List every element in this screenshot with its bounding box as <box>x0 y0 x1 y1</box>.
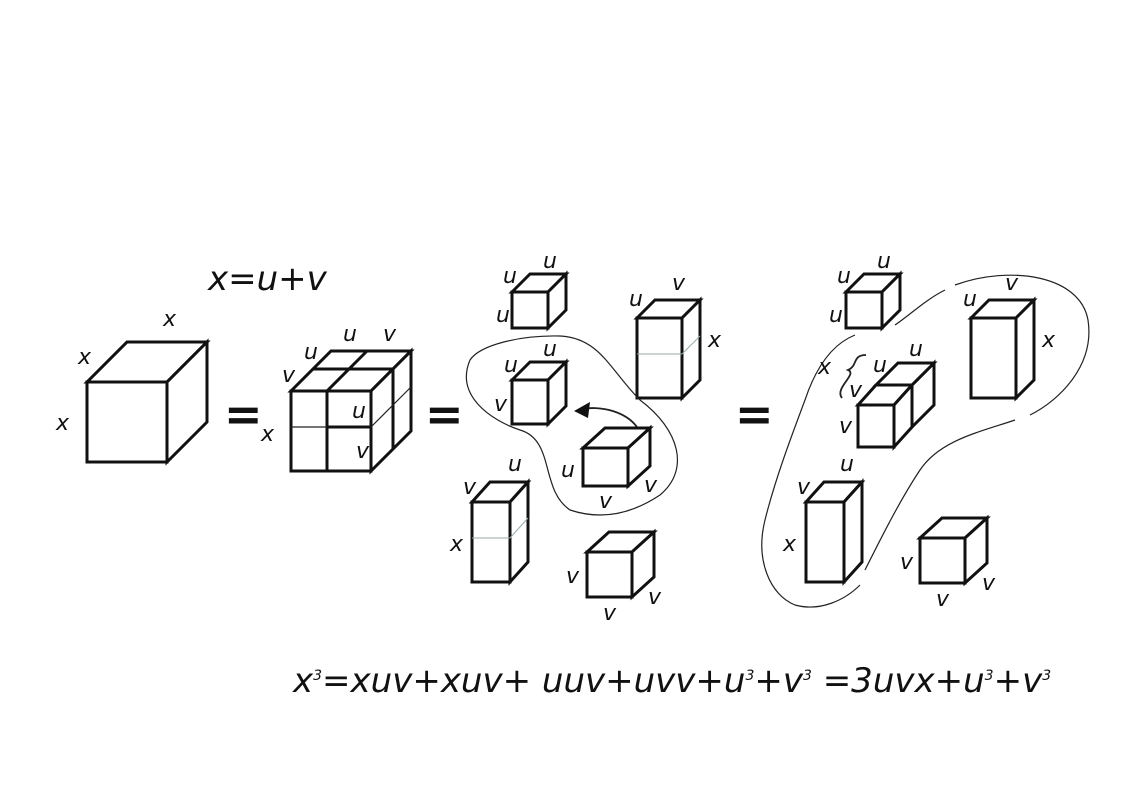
piece-prism-left-x: x <box>449 532 464 557</box>
group-block-depth-v: v <box>849 378 863 403</box>
group-prism-right-v: v <box>1005 271 1019 296</box>
equals-sign-3: = <box>735 387 774 441</box>
sub-cube-top-u: u <box>343 322 357 347</box>
grouping-loop-1 <box>465 335 678 516</box>
piece-u-cube-height-label: u <box>496 303 510 328</box>
formula-text: x3=xuv+xuv+ uuv+uvv+u3+v3 =3uvx+u3+v3 <box>292 661 1051 701</box>
formula-exponent: 3 <box>1042 668 1051 684</box>
subdivided-cube <box>287 347 415 475</box>
piece-prism-right-u: u <box>629 287 643 312</box>
group-prism-left <box>802 478 866 586</box>
group-prism-right-u: u <box>963 287 977 312</box>
piece-xuv-prism-left <box>468 478 532 586</box>
formula-term: +v <box>754 661 803 701</box>
group-v-cube-height: v <box>900 550 914 575</box>
piece-uvv-depth-v: v <box>644 473 658 498</box>
piece-prism-left-v: v <box>463 475 477 500</box>
group-combined-block <box>854 359 938 451</box>
group-u-cube-depth: u <box>837 264 851 289</box>
piece-xuv-prism-right <box>633 296 704 402</box>
group-block-depth-u: u <box>873 353 887 378</box>
equals-sign-1: = <box>224 387 263 441</box>
group-u-cube <box>842 270 904 332</box>
sub-cube-side-u: u <box>352 399 366 424</box>
big-cube-x <box>83 338 211 466</box>
group-prism-right <box>967 296 1038 402</box>
piece-v-cube-height-v: v <box>566 564 580 589</box>
piece-u-cube-top-label: u <box>543 249 557 274</box>
equals-sign-2: = <box>425 387 464 441</box>
big-cube-top-label: x <box>162 307 177 332</box>
group-prism-right-x: x <box>1041 328 1056 353</box>
formula-term: =xuv+xuv+ uuv+uvv+u <box>322 661 745 701</box>
sub-cube-height-x: x <box>260 422 275 447</box>
group-prism-left-v: v <box>797 475 811 500</box>
piece-uuv-top-u: u <box>543 337 557 362</box>
big-cube-depth-label: x <box>77 345 92 370</box>
formula-term: =3uvx+u <box>812 661 985 701</box>
group-v-cube <box>916 514 991 587</box>
group-block-top-u: u <box>909 337 923 362</box>
group-block-height-v: v <box>839 414 853 439</box>
piece-uuv-depth-u: u <box>504 353 518 378</box>
piece-uvv-width-v: v <box>599 489 613 514</box>
formula-term: x <box>292 661 314 701</box>
group-v-cube-depth: v <box>982 571 996 596</box>
piece-v-cube-depth-v: v <box>648 585 662 610</box>
brace-squiggle <box>839 354 867 399</box>
grouping-loop-2 <box>761 274 1090 608</box>
group-block-x-label: x <box>817 355 832 380</box>
big-cube-height-label: x <box>55 411 70 436</box>
group-v-cube-width: v <box>936 587 950 612</box>
group-prism-left-u: u <box>840 452 854 477</box>
sub-cube-top-v: v <box>383 322 397 347</box>
piece-uvv-cube <box>579 424 654 490</box>
group-prism-left-x: x <box>782 532 797 557</box>
formula-term: +v <box>994 661 1043 701</box>
headline: x=u+v <box>207 259 328 299</box>
group-u-cube-top: u <box>877 249 891 274</box>
piece-uuv-height-v: v <box>494 392 508 417</box>
piece-prism-right-x: x <box>707 328 722 353</box>
piece-u-cube-depth-label: u <box>503 264 517 289</box>
piece-prism-left-u: u <box>508 452 522 477</box>
sub-cube-depth-v: v <box>282 363 296 388</box>
piece-u-cube <box>508 270 570 332</box>
formula-exponent: 3 <box>985 668 994 684</box>
group-u-cube-height: u <box>829 303 843 328</box>
piece-prism-right-v: v <box>672 271 686 296</box>
formula-exponent: 3 <box>745 668 754 684</box>
sub-cube-depth-u: u <box>304 340 318 365</box>
formula-exponent: 3 <box>803 668 812 684</box>
formula: x3=xuv+xuv+ uuv+uvv+u3+v3 =3uvx+u3+v3 <box>292 661 1051 701</box>
piece-uuv-cube <box>508 358 570 428</box>
formula-exponent: 3 <box>313 668 322 684</box>
piece-uvv-height-u: u <box>561 458 575 483</box>
sub-cube-side-v: v <box>356 439 370 464</box>
piece-v-cube <box>583 528 658 601</box>
piece-v-cube-width-v: v <box>603 601 617 626</box>
